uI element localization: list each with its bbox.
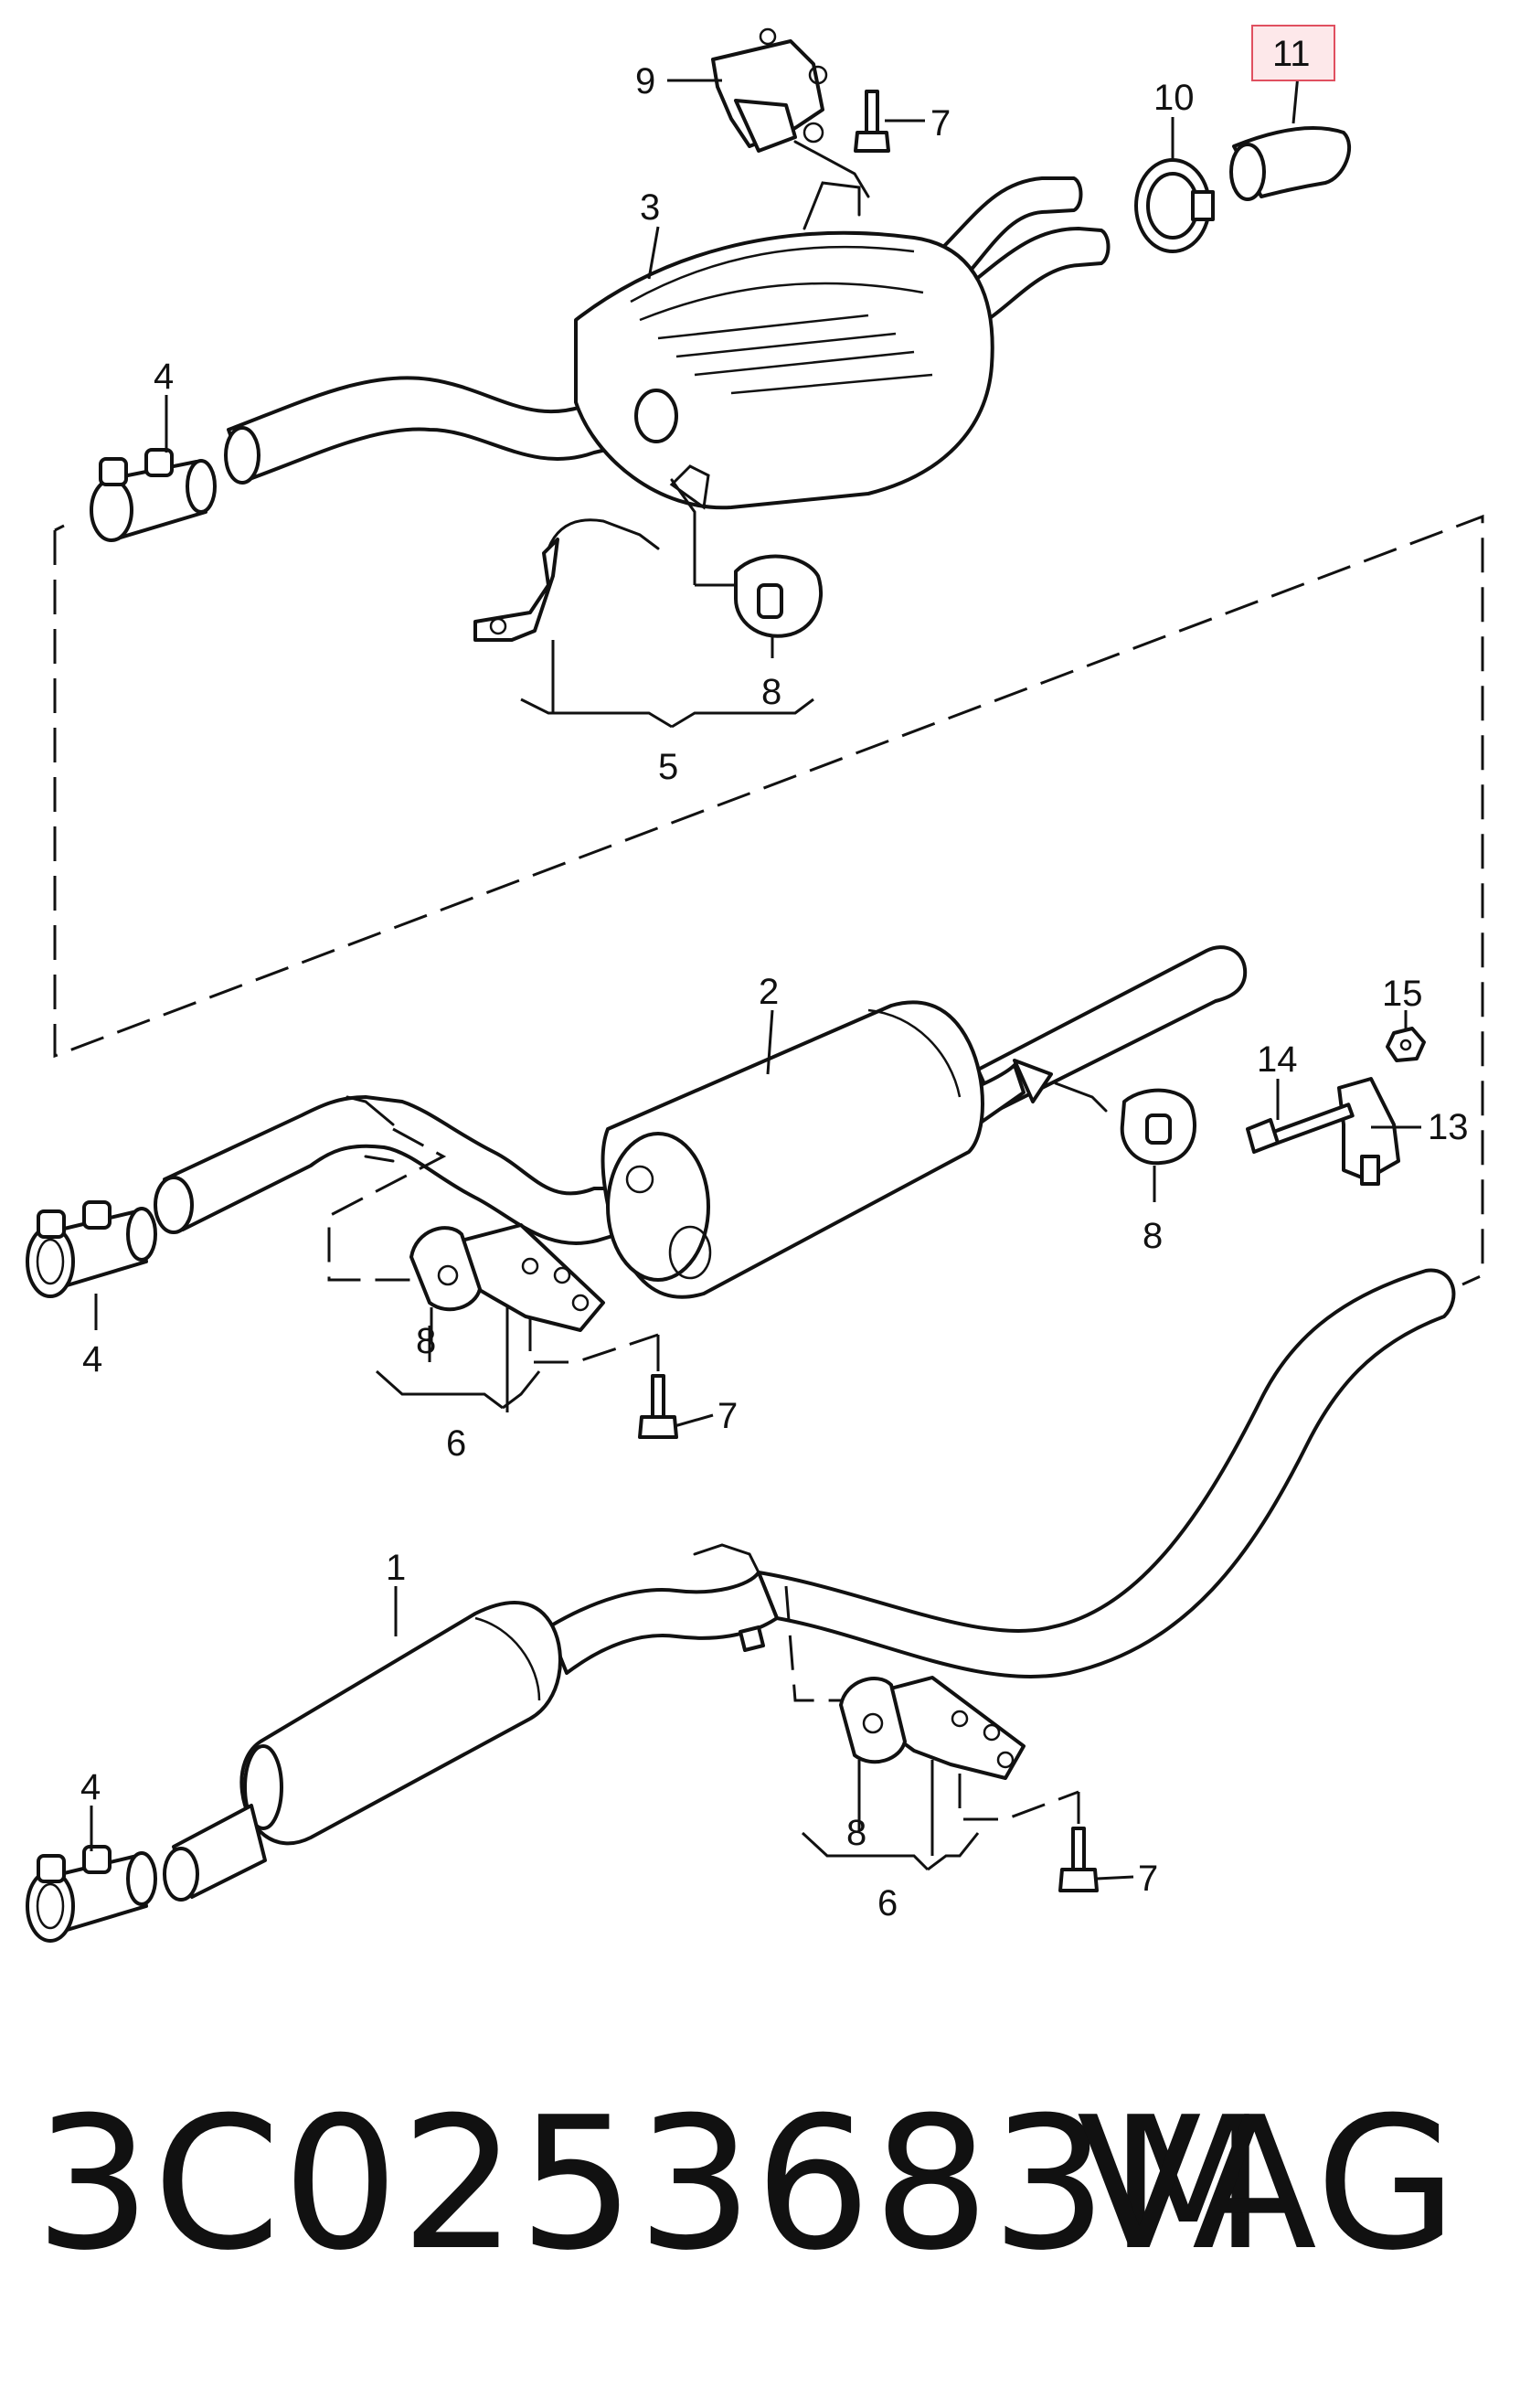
callout-15: 15: [1382, 974, 1423, 1014]
callout-8-top: 8: [761, 672, 781, 712]
bracket-leader-5: [520, 530, 814, 729]
callout-10: 10: [1153, 78, 1195, 118]
callout-8-mid: 8: [416, 1321, 436, 1361]
footer-caption: 3C0253683MVAG: [35, 2057, 1488, 2313]
callout-4-bottom: 4: [80, 1767, 101, 1807]
callout-8-mid-right: 8: [1143, 1216, 1163, 1256]
callout-3: 3: [640, 187, 660, 228]
front-silencer-part-1: [163, 1268, 1456, 1902]
callout-7-bottom: 7: [1138, 1859, 1158, 1899]
clamp-part-4-top: [90, 448, 217, 542]
callout-9: 9: [635, 61, 655, 101]
hanger-assembly-part-5: [473, 464, 710, 642]
callout-4-top: 4: [154, 357, 174, 397]
rear-silencer-part-3: [224, 176, 1111, 510]
rubber-mount-part-8-top: [734, 554, 824, 638]
callout-13: 13: [1428, 1107, 1469, 1147]
clamp-part-10: [1134, 158, 1215, 253]
callout-8-bottom: 8: [846, 1813, 866, 1853]
bracket-part-13: [1337, 1077, 1400, 1186]
callout-7-top: 7: [930, 103, 951, 144]
callout-4-mid: 4: [82, 1339, 102, 1380]
pipe-piece-part-11: [1229, 126, 1351, 201]
callout-2: 2: [759, 972, 779, 1012]
callout-11: 11: [1272, 34, 1311, 74]
callout-6-mid: 6: [446, 1423, 466, 1464]
hanger-bracket-part-6-bottom: [839, 1676, 1026, 1780]
hanger-bracket-part-6-mid: [345, 1095, 605, 1332]
callout-leaders: [90, 74, 1300, 1881]
bolt-part-7-bottom: [1058, 1827, 1099, 1892]
highlight-box-part-11: [1251, 25, 1335, 81]
clamp-part-4-bottom: [26, 1845, 157, 1943]
bolt-part-7-mid: [638, 1374, 678, 1439]
bolt-part-14: [1246, 1103, 1355, 1154]
callout-5: 5: [658, 747, 678, 787]
callout-14: 14: [1257, 1039, 1298, 1080]
nut-part-15: [1386, 1027, 1426, 1062]
part-number: 3C0253683M: [35, 2078, 1270, 2291]
bolt-part-7-top: [854, 90, 890, 153]
bracket-part-9: [711, 27, 870, 198]
callout-7-mid: 7: [717, 1396, 738, 1436]
clamp-part-4-mid: [26, 1200, 157, 1298]
center-silencer-part-2: [154, 945, 1248, 1299]
rubber-mount-part-8-mid-right: [1054, 1081, 1196, 1166]
callout-6-bottom: 6: [877, 1883, 898, 1923]
bracket-leader-6-mid: [327, 1127, 660, 1412]
section-separator-lines: [53, 514, 1484, 1286]
callout-1: 1: [386, 1548, 406, 1588]
brand-name: VAG: [1077, 2078, 1460, 2291]
